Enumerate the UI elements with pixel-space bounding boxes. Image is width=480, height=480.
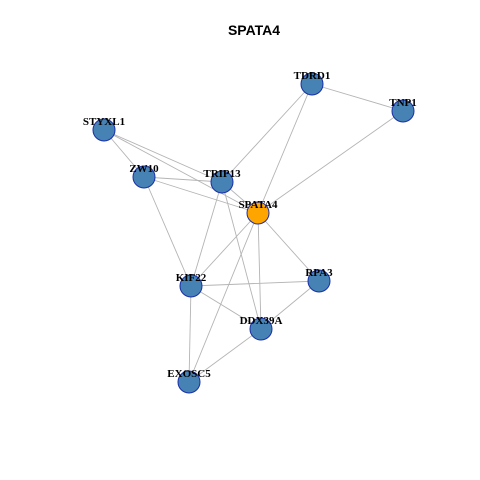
edge-zw10-trip13	[143, 176, 223, 183]
edge-spata4-kif22	[190, 212, 259, 287]
node-circle-trip13[interactable]	[210, 170, 234, 194]
edge-styxl1-spata4	[103, 129, 259, 214]
node-styxl1[interactable]: STYXL1	[83, 116, 125, 142]
edge-rpa3-ddx39a	[260, 280, 320, 330]
edge-tdrd1-tnp1	[311, 83, 404, 112]
node-kif22[interactable]: KIF22	[176, 272, 207, 298]
edge-zw10-kif22	[143, 176, 192, 287]
node-spata4[interactable]: SPATA4	[238, 199, 278, 225]
edge-styxl1-trip13	[103, 129, 223, 183]
edge-ddx39a-exosc5	[188, 328, 262, 383]
node-label-rpa3: RPA3	[305, 267, 333, 279]
edge-zw10-spata4	[143, 176, 259, 214]
edge-kif22-exosc5	[188, 285, 192, 383]
node-tdrd1[interactable]: TDRD1	[294, 70, 331, 96]
node-label-spata4: SPATA4	[238, 199, 278, 211]
node-circle-styxl1[interactable]	[92, 118, 116, 142]
node-circle-kif22[interactable]	[179, 274, 203, 298]
node-rpa3[interactable]: RPA3	[305, 267, 333, 293]
node-exosc5[interactable]: EXOSC5	[167, 368, 211, 394]
node-label-zw10: ZW10	[129, 163, 159, 175]
edges-layer	[103, 83, 404, 383]
edge-trip13-kif22	[190, 181, 223, 287]
edge-kif22-rpa3	[190, 280, 320, 287]
node-zw10[interactable]: ZW10	[129, 163, 159, 189]
node-circle-zw10[interactable]	[132, 165, 156, 189]
node-trip13[interactable]: TRIP13	[203, 168, 241, 194]
node-circle-tnp1[interactable]	[391, 99, 415, 123]
node-circle-rpa3[interactable]	[307, 269, 331, 293]
node-label-kif22: KIF22	[176, 272, 207, 284]
edge-tdrd1-spata4	[257, 83, 313, 214]
node-circle-spata4[interactable]	[246, 201, 270, 225]
edge-tdrd1-trip13	[221, 83, 313, 183]
edge-spata4-ddx39a	[257, 212, 262, 330]
node-circle-exosc5[interactable]	[177, 370, 201, 394]
node-circle-ddx39a[interactable]	[249, 317, 273, 341]
edge-kif22-ddx39a	[190, 285, 262, 330]
graph-title: SPATA4	[228, 22, 280, 38]
node-label-exosc5: EXOSC5	[167, 368, 211, 380]
node-label-trip13: TRIP13	[203, 168, 241, 180]
node-ddx39a[interactable]: DDX39A	[240, 315, 283, 341]
edge-tnp1-spata4	[257, 110, 404, 214]
node-tnp1[interactable]: TNP1	[389, 97, 417, 123]
edge-spata4-rpa3	[257, 212, 320, 282]
edge-spata4-exosc5	[188, 212, 259, 383]
node-circle-tdrd1[interactable]	[300, 72, 324, 96]
node-label-styxl1: STYXL1	[83, 116, 125, 128]
node-label-tdrd1: TDRD1	[294, 70, 331, 82]
node-label-tnp1: TNP1	[389, 97, 417, 109]
node-label-ddx39a: DDX39A	[240, 315, 283, 327]
edge-trip13-ddx39a	[221, 181, 262, 330]
